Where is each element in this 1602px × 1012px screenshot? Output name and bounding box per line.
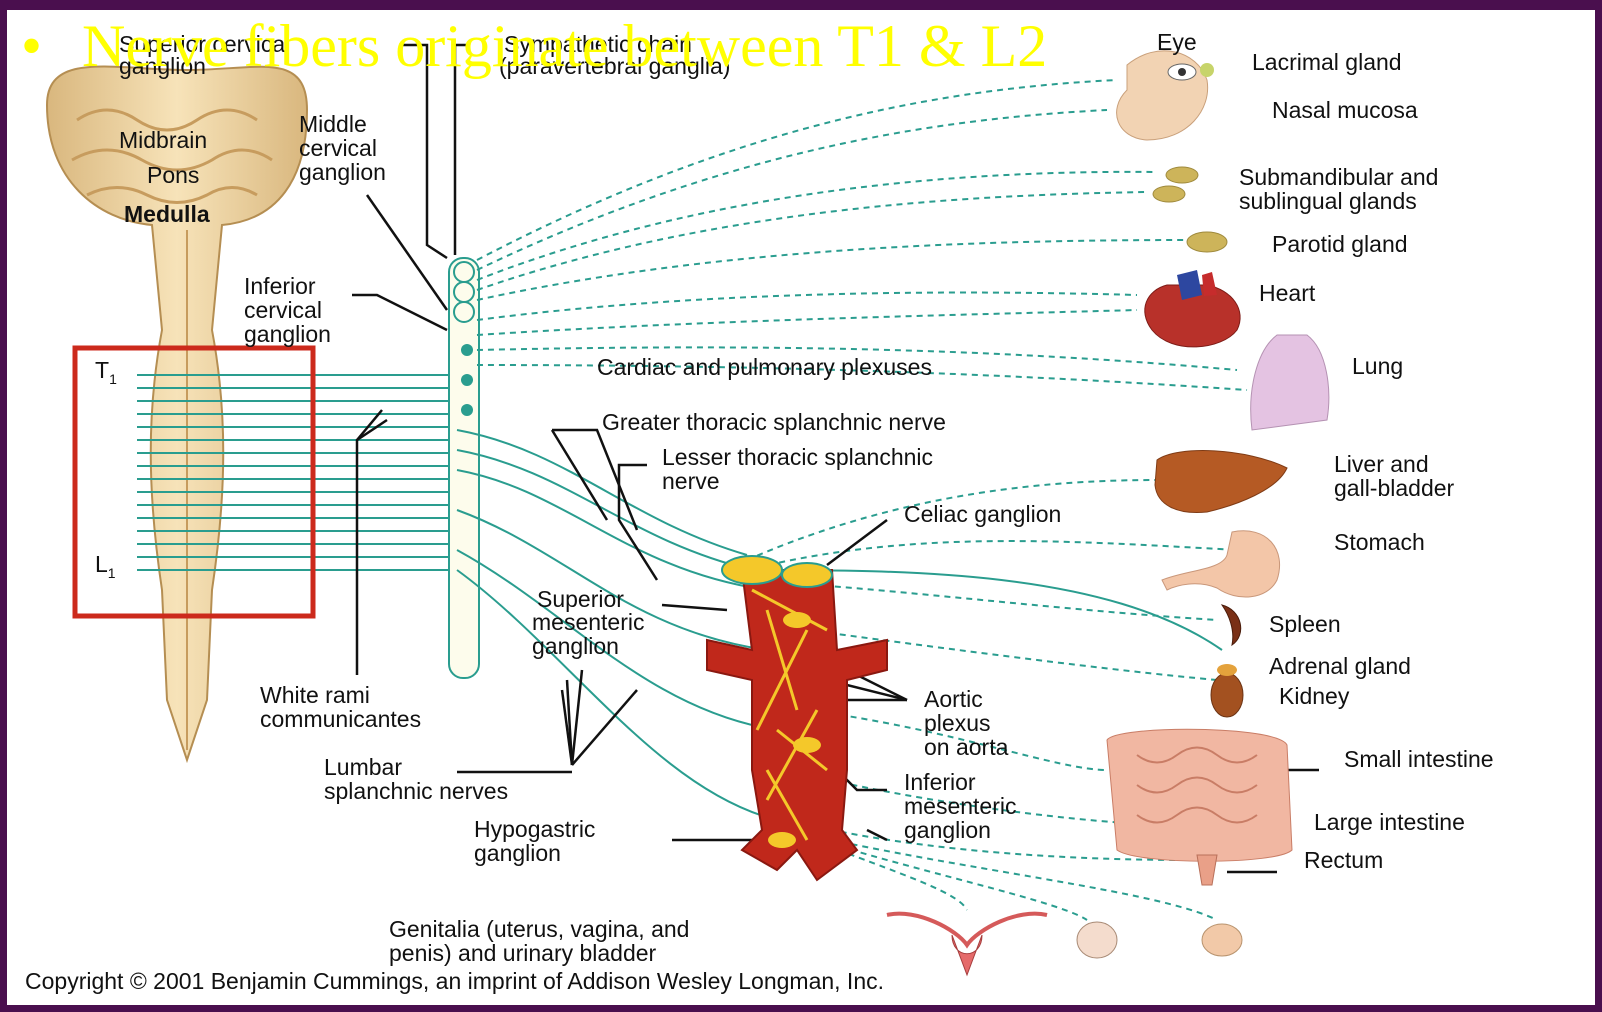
white-rami-label-1: White rami — [260, 682, 370, 708]
bullet-text: Nerve fibers originate between T1 & L2 — [82, 13, 1047, 79]
parotid-label: Parotid gland — [1272, 231, 1408, 257]
lung-label: Lung — [1352, 353, 1403, 379]
eye-label: Eye — [1157, 29, 1197, 55]
slide: Midbrain Pons Medulla T1 L1 — [7, 10, 1595, 1005]
intestines-organ — [1107, 729, 1292, 885]
lesser-splanchnic-label-1: Lesser thoracic splanchnic — [662, 444, 933, 470]
middle-cervical-label-2: cervical — [299, 135, 377, 161]
lumbar-label-1: Lumbar — [324, 754, 402, 780]
aortic-plexus-label-3: on aorta — [924, 734, 1009, 760]
middle-cervical-label-1: Middle — [299, 111, 367, 137]
sup-mesenteric-label-3: ganglion — [532, 633, 619, 659]
large-intestine-label: Large intestine — [1314, 809, 1465, 835]
submandibular-label-1: Submandibular and — [1239, 164, 1438, 190]
rectum-label: Rectum — [1304, 847, 1383, 873]
bullet-glyph: • — [21, 13, 42, 79]
lung-organ — [1251, 335, 1329, 430]
genitalia-label-2: penis) and urinary bladder — [389, 940, 657, 966]
submandibular-label-2: sublingual glands — [1239, 188, 1417, 214]
medulla-label: Medulla — [124, 201, 210, 227]
small-intestine-label: Small intestine — [1344, 746, 1494, 772]
hypogastric-label-2: ganglion — [474, 840, 561, 866]
sublingual-gland — [1153, 186, 1185, 202]
submandibular-gland — [1166, 167, 1198, 183]
inferior-cervical-label-2: cervical — [244, 297, 322, 323]
kidney-label: Kidney — [1279, 683, 1350, 709]
inferior-cervical-label-1: Inferior — [244, 273, 316, 299]
penis-organ — [1202, 924, 1242, 956]
copyright-notice: Copyright © 2001 Benjamin Cummings, an i… — [25, 968, 884, 995]
pons-label: Pons — [147, 162, 199, 188]
cardiac-plexus-label: Cardiac and pulmonary plexuses — [597, 354, 932, 380]
sympathetic-diagram: Midbrain Pons Medulla T1 L1 — [7, 10, 1595, 1005]
aorta — [707, 556, 887, 880]
liver-label-2: gall-bladder — [1334, 475, 1455, 501]
stomach-organ — [1162, 531, 1280, 597]
middle-cervical-label-3: ganglion — [299, 159, 386, 185]
sup-mesenteric-label-2: mesenteric — [532, 609, 644, 635]
white-rami-label-2: communicantes — [260, 706, 421, 732]
inferior-cervical-label-3: ganglion — [244, 321, 331, 347]
hypogastric-label-1: Hypogastric — [474, 816, 595, 842]
heart-organ — [1145, 270, 1240, 347]
lumbar-label-2: splanchnic nerves — [324, 778, 508, 804]
stomach-label: Stomach — [1334, 529, 1425, 555]
sympathetic-chain — [449, 258, 479, 678]
slide-bullet: • Nerve fibers originate between T1 & L2 — [21, 16, 1047, 76]
l1-label: L1 — [95, 551, 116, 581]
inf-mesenteric-label-3: ganglion — [904, 817, 991, 843]
nasal-label: Nasal mucosa — [1272, 97, 1418, 123]
aortic-plexus-label-2: plexus — [924, 710, 990, 736]
uterus-organ — [887, 914, 1047, 975]
adrenal-organ — [1217, 664, 1237, 676]
inf-mesenteric-label-2: mesenteric — [904, 793, 1016, 819]
t1-label: T1 — [95, 357, 117, 387]
lacrimal-label: Lacrimal gland — [1252, 49, 1402, 75]
genitalia-label-1: Genitalia (uterus, vagina, and — [389, 916, 689, 942]
liver-organ — [1155, 451, 1287, 513]
spleen-label: Spleen — [1269, 611, 1341, 637]
inf-mesenteric-label-1: Inferior — [904, 769, 976, 795]
liver-label-1: Liver and — [1334, 451, 1429, 477]
parotid-gland — [1187, 232, 1227, 252]
greater-splanchnic-label: Greater thoracic splanchnic nerve — [602, 409, 946, 435]
eye-organ — [1117, 51, 1214, 140]
bladder-organ — [1077, 922, 1117, 958]
adrenal-label: Adrenal gland — [1269, 653, 1411, 679]
midbrain-label: Midbrain — [119, 127, 207, 153]
kidney-organ — [1211, 673, 1243, 717]
celiac-label: Celiac ganglion — [904, 501, 1061, 527]
spleen-organ — [1222, 605, 1241, 645]
heart-label: Heart — [1259, 280, 1316, 306]
lesser-splanchnic-label-2: nerve — [662, 468, 720, 494]
aortic-plexus-label-1: Aortic — [924, 686, 983, 712]
